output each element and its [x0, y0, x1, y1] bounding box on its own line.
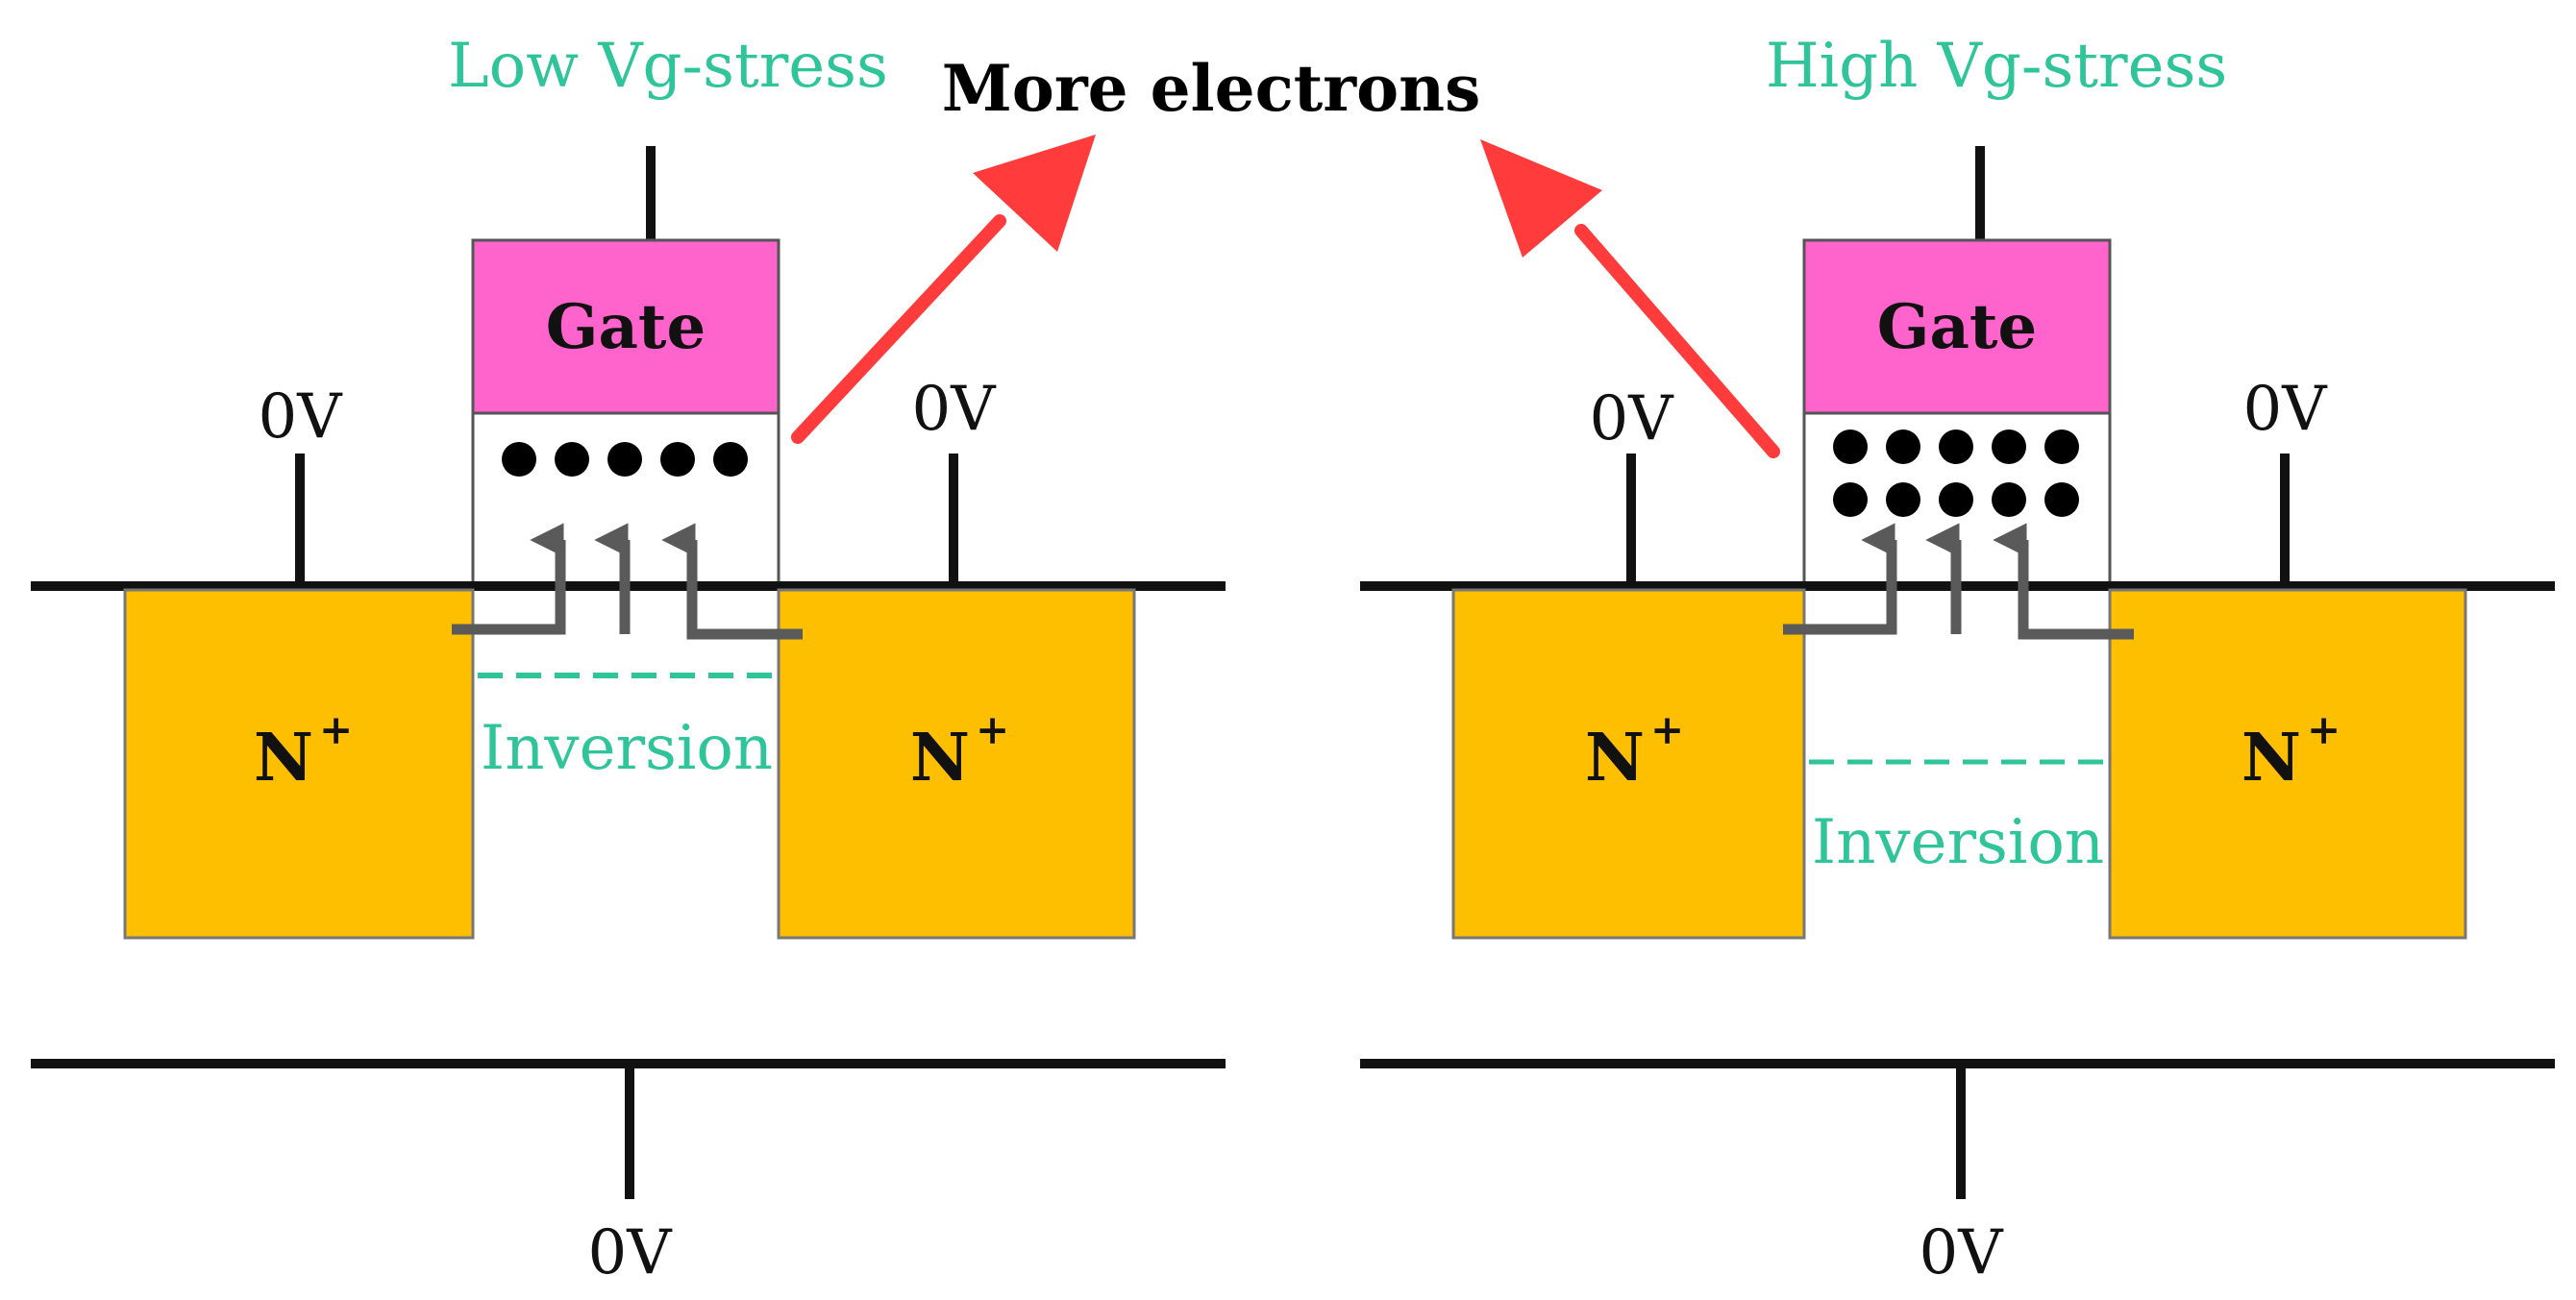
gate-label: Gate [1877, 291, 2037, 363]
electron [1833, 429, 1868, 464]
gate-electrode [471, 238, 780, 415]
electron [1939, 482, 1973, 517]
carrier-flow-arrows [452, 523, 803, 640]
source-voltage-label: 0V [1590, 383, 1675, 454]
trapped-electrons [1833, 429, 2079, 517]
source-diffusion [1451, 588, 1806, 940]
inversion-label: Inversion [1812, 807, 2104, 878]
drain-diffusion [777, 588, 1136, 940]
inversion-label: Inversion [481, 713, 773, 784]
electron [660, 442, 695, 477]
electron [1833, 482, 1868, 517]
gate-electrode [1802, 238, 2112, 415]
carrier-flow-arrows [1783, 523, 2134, 640]
electron [1939, 429, 1973, 464]
substrate-voltage-label: 0V [588, 1217, 674, 1288]
drain-doping-sup: + [2307, 706, 2341, 753]
gate-label: Gate [546, 291, 706, 363]
drain-diffusion-label: N [910, 720, 970, 797]
electron [1886, 482, 1920, 517]
more-electrons-heading: More electrons [942, 51, 1480, 126]
electron [1886, 429, 1920, 464]
red-arrow-right [1480, 139, 1780, 458]
source-diffusion-label: N [1585, 720, 1645, 797]
electron [2044, 482, 2079, 517]
red-arrow-left [791, 135, 1096, 444]
drain-diffusion-label: N [2242, 720, 2301, 797]
source-voltage-label: 0V [259, 381, 344, 453]
trapped-electrons [502, 442, 748, 477]
substrate-voltage-label: 0V [1920, 1217, 2005, 1288]
source-doping-sup: + [1650, 706, 1684, 753]
panel-title-high: High Vg-stress [1766, 31, 2227, 102]
electron [502, 442, 536, 477]
electron [713, 442, 748, 477]
drain-voltage-label: 0V [2243, 374, 2329, 445]
electron [2044, 429, 2079, 464]
electron [1992, 429, 2026, 464]
electron [555, 442, 589, 477]
source-diffusion-label: N [254, 720, 313, 797]
drain-diffusion [2108, 588, 2467, 940]
source-doping-sup: + [319, 706, 353, 753]
electron [607, 442, 642, 477]
panel-title-low: Low Vg-stress [448, 31, 888, 102]
drain-doping-sup: + [976, 706, 1009, 753]
drain-voltage-label: 0V [912, 374, 998, 445]
panel-low-stress: Low Vg-stress Gate 0V 0V N + N + [31, 31, 1226, 1288]
electron [1992, 482, 2026, 517]
source-diffusion [123, 588, 475, 940]
panel-high-stress: High Vg-stress Gate 0V 0V N + N + [1360, 31, 2555, 1288]
